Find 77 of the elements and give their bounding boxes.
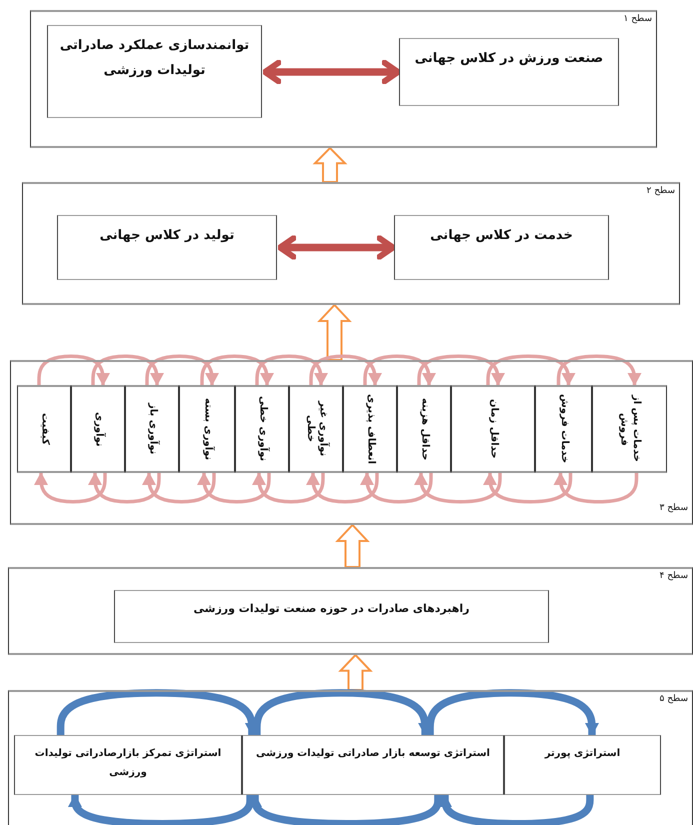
level-panel [22,182,680,305]
level-panel [10,360,693,525]
curved-arrow [145,354,219,386]
curved-arrow [414,472,502,504]
factor-box [17,385,71,473]
factor-box [397,385,451,473]
level-label: سطح ۴ [660,571,688,581]
box-label: توانمندسازی عملکرد صادراتی تولیدات ورزشی [58,37,250,80]
curved-arrow [37,354,110,386]
curved-arrow [88,472,161,504]
curved-arrow [360,472,433,504]
curved-arrow [306,472,379,504]
box-label: استراتژی توسعه بازار صادراتی تولیدات ورزشی [256,747,490,761]
box-label: صنعت ورزش در کلاس جهانی [414,50,604,68]
box-label: استراتژی تمرکز بازارصادراتی تولیدات ورزشی [34,747,222,780]
curved-arrow [486,354,576,386]
factor-box [592,385,667,473]
curved-arrow [34,472,107,504]
factor-label: کیفیت [38,413,50,445]
factor-label: خدمات فروش [558,394,570,464]
hollow-arrow [338,654,373,691]
curved-arrow [309,354,382,386]
level-panel [8,567,693,655]
box-label: خدمت در کلاس جهانی [430,227,573,245]
box-label: تولید در کلاس جهانی [100,227,234,245]
level-label: سطح ۱ [624,14,652,24]
box-label: راهبردهای صادرات در حوزه صنعت تولیدات ورزشی [194,601,470,617]
level-label: سطح ۵ [660,694,688,704]
hollow-arrow [335,524,370,568]
factor-label: حداقل هزینه [418,398,430,460]
curved-arrow [363,354,436,386]
curved-arrow [142,472,216,504]
process-box [399,38,619,106]
curved-arrow [438,794,594,825]
level-panel [30,10,657,148]
hollow-arrow [317,304,352,361]
factor-box [235,385,289,473]
factor-label: نوآوری [92,412,104,446]
factor-box [125,385,179,473]
process-box [504,735,661,795]
factor-box [179,385,235,473]
process-box [394,215,609,280]
factor-label: نوآوری خطی [256,396,268,462]
factor-box [289,385,343,473]
factor-label: نوآوری بسته [201,398,214,460]
double-arrow [277,234,396,262]
factor-box [535,385,592,473]
curved-arrow [252,472,325,504]
curved-arrow [197,472,271,504]
hollow-arrow [312,146,348,183]
process-box [114,590,549,643]
curved-arrow [483,472,572,504]
factor-label: حداقل زمان [487,399,500,459]
factor-box [343,385,397,473]
factor-label: انعطاف پذیری [364,394,376,464]
level-panel [8,690,693,825]
process-box [47,25,262,118]
process-box [242,735,504,795]
level-label: سطح ۲ [646,186,675,196]
factor-label: خدمات پس از فروش [618,394,642,465]
process-box [14,735,242,795]
curved-arrow [91,354,164,386]
curved-arrow [426,689,599,736]
box-label: استراتژی پورتر [544,747,620,761]
double-arrow [262,58,401,86]
curved-arrow [255,354,328,386]
factor-label: نوآوری غیر خطی [304,400,328,459]
factor-box [71,385,125,473]
level-label: سطح ۳ [660,503,688,513]
curved-arrow [200,354,274,386]
factor-box [451,385,535,473]
curved-arrow [554,472,638,504]
process-box [57,215,277,280]
factor-label: نوآوری باز [146,403,158,455]
curved-arrow [556,354,642,386]
curved-arrow [68,794,254,825]
curved-arrow [417,354,505,386]
